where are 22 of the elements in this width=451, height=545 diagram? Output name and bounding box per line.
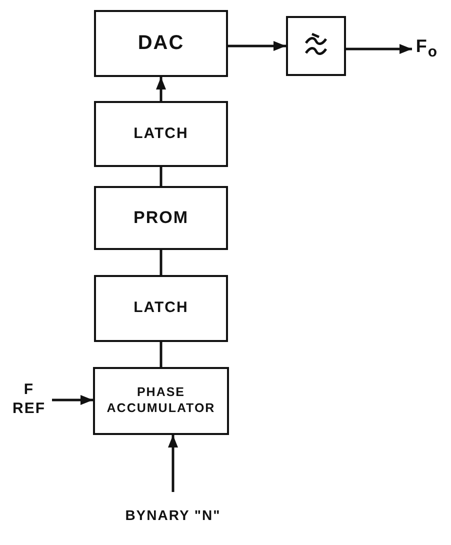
block-box: [94, 275, 228, 342]
connector-line: [160, 250, 162, 275]
arrow: [156, 77, 166, 101]
connector-line: [160, 167, 162, 186]
node-label: F REF: [12, 381, 46, 419]
node-label: F$_{o}$: [416, 35, 438, 63]
node-label: LATCH: [134, 299, 188, 318]
arrow: [52, 395, 93, 405]
arrow: [228, 41, 286, 51]
node-label: DAC: [138, 31, 184, 56]
arrow: [346, 44, 412, 54]
node-label: PHASE ACCUMULATOR: [106, 385, 216, 417]
node-label: LATCH: [134, 124, 188, 144]
block-box: [94, 186, 228, 250]
node-label: BYNARY "N": [125, 507, 221, 525]
arrow: [168, 435, 178, 492]
node-label: PROM: [134, 207, 188, 229]
connector-line: [160, 342, 162, 367]
block-box: [94, 10, 228, 77]
block-box: [94, 101, 228, 167]
block-box: [93, 367, 229, 435]
filter-box: [286, 16, 346, 76]
